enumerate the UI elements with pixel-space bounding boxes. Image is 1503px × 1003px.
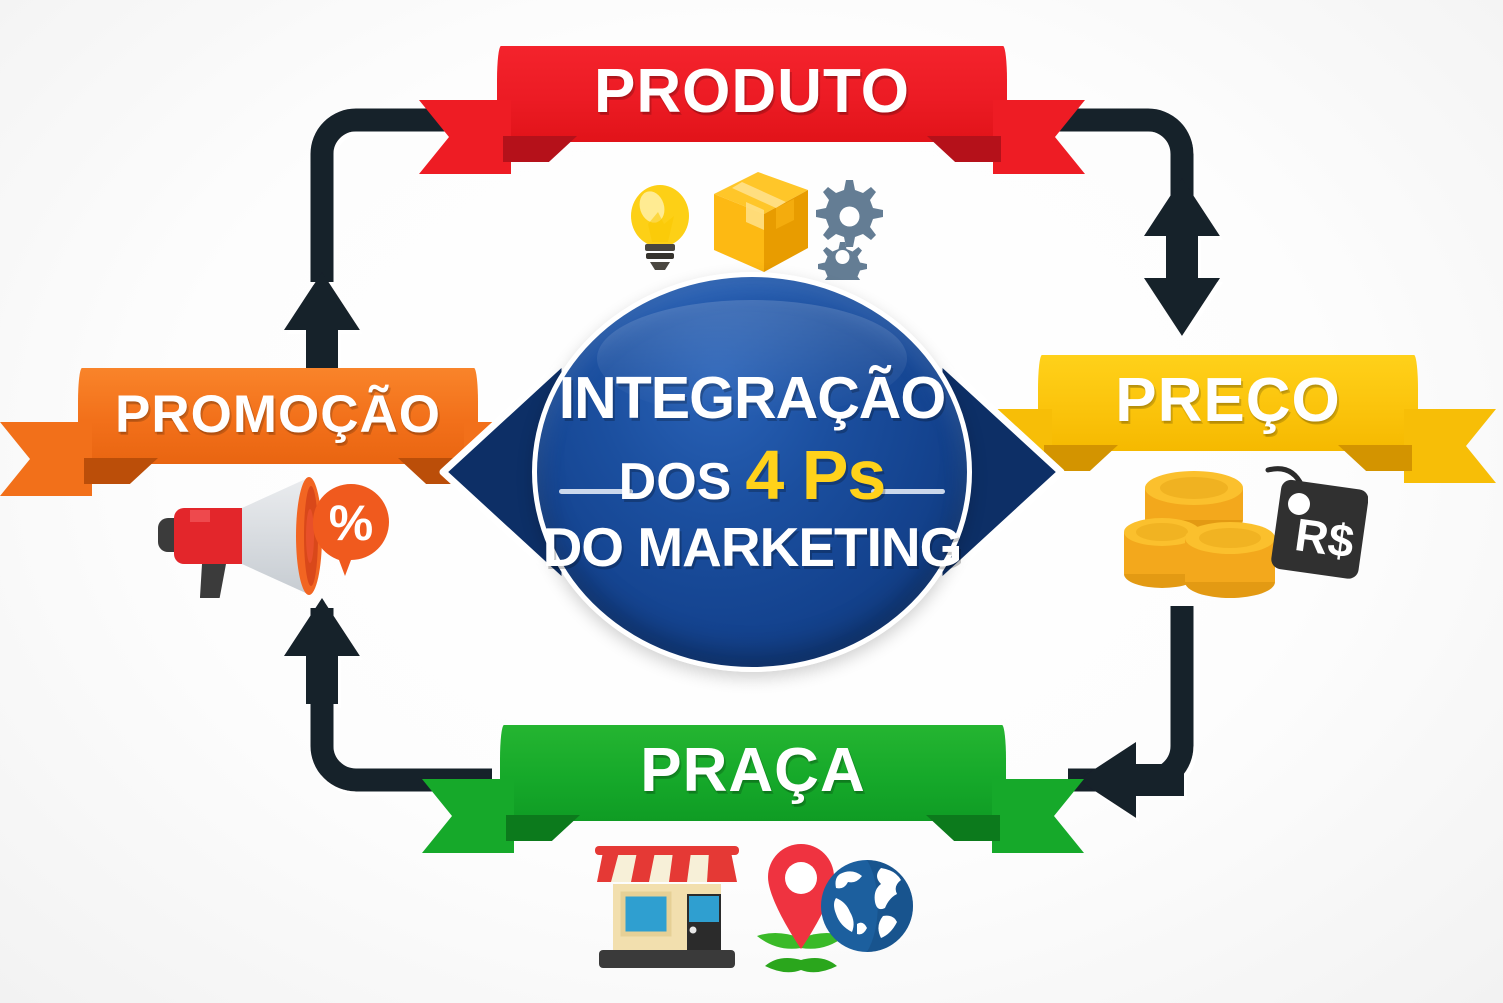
badge-line-1: INTEGRAÇÃO: [558, 365, 947, 431]
node-praca[interactable]: PRAÇA: [422, 725, 1084, 853]
ribbon-tail-left: [0, 422, 92, 496]
ribbon-fold-left: [503, 136, 577, 162]
produto-icon-cluster: [618, 168, 888, 291]
node-promocao-label: PROMOÇÃO: [115, 384, 441, 444]
ribbon-band: PRAÇA: [500, 725, 1006, 821]
globe-icon: [821, 860, 913, 952]
ribbon-band: PRODUTO: [497, 46, 1007, 142]
badge-line-2-prefix: DOS: [618, 453, 732, 511]
ribbon-tail-right: [992, 779, 1084, 853]
ribbon-fold-right: [927, 136, 1001, 162]
praca-icon-cluster: [595, 838, 915, 973]
badge-line-2: DOS 4 Ps: [618, 436, 887, 514]
promocao-icon-cluster: %: [150, 468, 390, 605]
arrow-produto-to-preco: [1010, 108, 1220, 336]
cardboard-box-icon: [714, 172, 808, 272]
preco-icon-cluster: R$: [1118, 462, 1369, 607]
ribbon-fold-right: [926, 815, 1000, 841]
ribbon-fold-right: [1338, 445, 1412, 471]
node-preco[interactable]: PREÇO: [960, 355, 1496, 483]
ribbon-tail-left: [419, 100, 511, 174]
megaphone-icon: [158, 477, 322, 605]
ribbon-tail-left: [422, 779, 514, 853]
ribbon-tail-right: [993, 100, 1085, 174]
arrow-preco-to-praca: [1068, 606, 1194, 818]
ribbon-fold-left: [506, 815, 580, 841]
node-praca-label: PRAÇA: [640, 736, 866, 805]
price-tag-text: R$: [1292, 508, 1357, 568]
arrow-praca-to-promocao: [284, 598, 492, 792]
ribbon-band: PREÇO: [1038, 355, 1418, 451]
ribbon-band: PROMOÇÃO: [78, 368, 478, 464]
node-produto-label: PRODUTO: [594, 57, 910, 126]
percent-badge-icon: %: [312, 484, 389, 576]
percent-badge-text: %: [329, 495, 373, 551]
badge-rule-right: [871, 489, 945, 494]
node-preco-label: PREÇO: [1115, 366, 1341, 435]
lightbulb-icon: [631, 185, 689, 270]
center-badge: INTEGRAÇÃO DOS 4 Ps DO MARKETING: [437, 272, 1067, 672]
price-tag-icon: R$: [1265, 466, 1369, 579]
badge-rule-left: [559, 489, 633, 494]
storefront-icon: [595, 846, 739, 968]
badge-line-2-highlight: 4 Ps: [745, 436, 886, 514]
arrow-promocao-to-produto: [284, 108, 505, 378]
ribbon-fold-left: [84, 458, 158, 484]
ribbon-tail-right: [1404, 409, 1496, 483]
badge-oval: INTEGRAÇÃO DOS 4 Ps DO MARKETING: [532, 272, 972, 672]
node-produto[interactable]: PRODUTO: [419, 46, 1085, 174]
coin-stack-icon: [1124, 471, 1275, 598]
gears-icon: [816, 180, 883, 291]
node-promocao[interactable]: PROMOÇÃO: [0, 368, 556, 496]
badge-line-3: DO MARKETING: [542, 516, 963, 578]
